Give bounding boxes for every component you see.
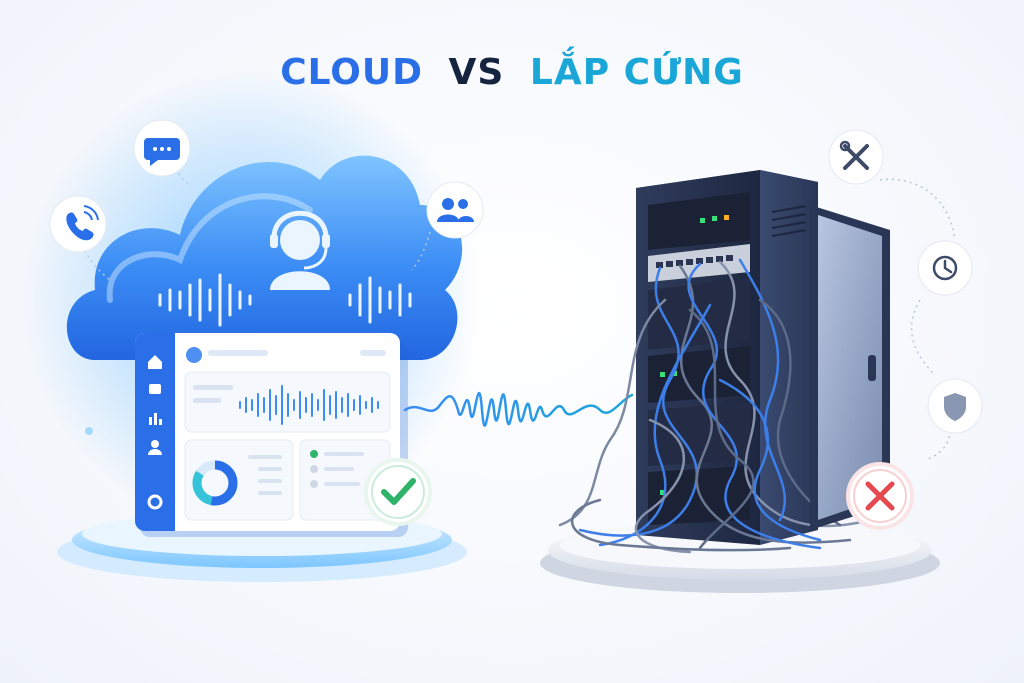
card-line xyxy=(258,491,282,495)
clock-icon xyxy=(932,255,958,281)
rack-led xyxy=(712,216,717,221)
rack-unit xyxy=(648,192,750,250)
cloud-shape xyxy=(66,155,463,360)
rack-unit xyxy=(648,402,750,466)
phone-bubble xyxy=(49,195,111,281)
shield-icon xyxy=(944,393,966,421)
dashboard-sidebar-icons xyxy=(147,355,163,510)
card-line xyxy=(324,467,354,471)
rack-side-vents xyxy=(771,205,807,237)
sparkle-dot xyxy=(85,427,93,435)
cross-icon xyxy=(865,481,895,511)
donut-chart xyxy=(192,460,238,506)
card-line xyxy=(193,385,233,390)
title-hardware: LẮP CỨNG xyxy=(529,52,744,93)
dashboard-header-line xyxy=(208,350,268,356)
check-icon xyxy=(381,478,416,505)
dashboard-header-pill xyxy=(360,350,386,356)
door-handle xyxy=(868,355,876,381)
dashboard-avatar xyxy=(186,347,202,363)
rack-door xyxy=(810,205,890,530)
rack-led xyxy=(724,215,729,220)
rack-led xyxy=(660,490,665,495)
chart-icon xyxy=(149,413,162,425)
chat-icon xyxy=(144,138,180,166)
dashboard-panel xyxy=(135,333,408,537)
phone-icon xyxy=(66,205,99,241)
checklist-dot xyxy=(310,480,318,488)
rack-unit xyxy=(648,346,750,403)
rack-led xyxy=(700,218,705,223)
title-vs: VS xyxy=(448,52,505,93)
card-line xyxy=(258,479,282,483)
cloud-highlight xyxy=(106,193,313,303)
rack-led xyxy=(660,372,665,377)
tools-bubble xyxy=(828,129,956,241)
users-bubble xyxy=(411,181,484,271)
hardware-side xyxy=(540,129,983,593)
inbox-icon xyxy=(149,384,161,394)
checklist-dot xyxy=(310,450,318,458)
card-line xyxy=(324,482,360,486)
card-line xyxy=(248,455,282,459)
card-line xyxy=(258,467,282,471)
dashboard-sidebar-edge xyxy=(160,333,175,531)
cross-badge xyxy=(846,462,914,530)
home-icon xyxy=(148,355,162,369)
clock-bubble xyxy=(910,240,973,376)
tools-icon-head xyxy=(839,140,851,152)
users-icon xyxy=(437,198,474,222)
connection-wave xyxy=(403,391,634,427)
page-title: CLOUD VS LẮP CỨNG xyxy=(0,52,1024,93)
checklist-dot xyxy=(310,465,318,473)
dashboard-waveform xyxy=(239,385,379,425)
cloud-side xyxy=(20,70,484,582)
tangled-cables xyxy=(558,258,872,554)
headset-agent-icon xyxy=(270,210,330,290)
check-badge xyxy=(364,458,432,526)
switch-ports xyxy=(656,255,733,268)
card-line xyxy=(324,452,364,456)
shield-bubble xyxy=(924,378,983,461)
door-glass xyxy=(818,215,882,520)
card-line xyxy=(193,398,221,403)
chat-bubble xyxy=(133,119,191,186)
user-icon xyxy=(148,440,162,455)
settings-icon xyxy=(147,494,163,510)
cloud-audio-waves xyxy=(158,273,412,327)
